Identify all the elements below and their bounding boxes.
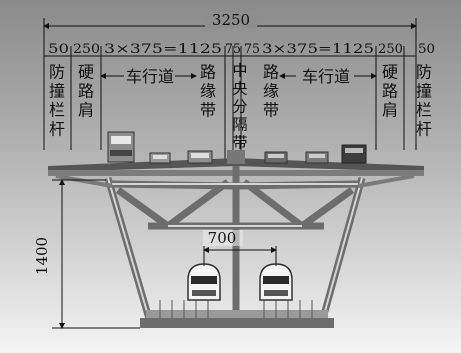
car-icon xyxy=(305,151,329,164)
dim-shoulder-right: 250 xyxy=(378,42,403,57)
zone-label-barrier-left: 防撞栏杆 xyxy=(49,63,65,139)
car-icon xyxy=(149,152,171,164)
dim-barrier-left: 50 xyxy=(48,42,69,57)
dim-median-left: 75 xyxy=(225,42,241,57)
segment-dimension-line xyxy=(43,46,417,160)
zone-label-lanes-left: 车行道 xyxy=(126,67,174,86)
dim-barrier-right: 50 xyxy=(418,42,435,57)
zone-label-edge-strip-right: 路缘带 xyxy=(263,63,279,120)
truck-icon xyxy=(107,131,135,163)
train-right-icon xyxy=(259,263,293,301)
truss-highlight xyxy=(107,177,363,323)
deck-brackets xyxy=(55,174,415,188)
car-icon xyxy=(264,151,288,164)
train-gap-dimension: 700 xyxy=(203,229,277,266)
segment-dimension-labels: 50 250 3×375=1125 75 75 3×375=1125 250 5… xyxy=(48,42,435,57)
zone-label-edge-strip-left: 路缘带 xyxy=(200,63,216,120)
train-left-icon xyxy=(187,263,221,301)
truck-icon xyxy=(341,144,367,164)
zone-label-barrier-right: 防撞栏杆 xyxy=(416,63,432,139)
dim-shoulder-left: 250 xyxy=(73,42,100,57)
dim-lanes-left: 3×375=1125 xyxy=(104,42,222,57)
total-width-dimension: 3250 xyxy=(43,11,417,48)
zone-label-median: 中央分隔带 xyxy=(232,61,247,151)
dim-lanes-right: 3×375=1125 xyxy=(262,42,374,57)
zone-label-shoulder-right: 硬路肩 xyxy=(382,63,398,120)
train-gap-label: 700 xyxy=(208,229,237,247)
cars xyxy=(107,131,367,164)
dim-median-right: 75 xyxy=(244,42,260,57)
car-icon xyxy=(187,150,213,164)
height-dimension: 1400 xyxy=(33,179,140,329)
zone-labels: 防撞栏杆硬路肩车行道路缘带中央分隔带路缘带车行道硬路肩防撞栏杆 xyxy=(49,61,432,151)
total-width-label: 3250 xyxy=(212,11,250,29)
zone-label-lanes-right: 车行道 xyxy=(302,67,350,86)
zone-label-shoulder-left: 硬路肩 xyxy=(78,63,94,120)
rail-deck xyxy=(140,300,334,328)
height-label: 1400 xyxy=(33,237,51,275)
